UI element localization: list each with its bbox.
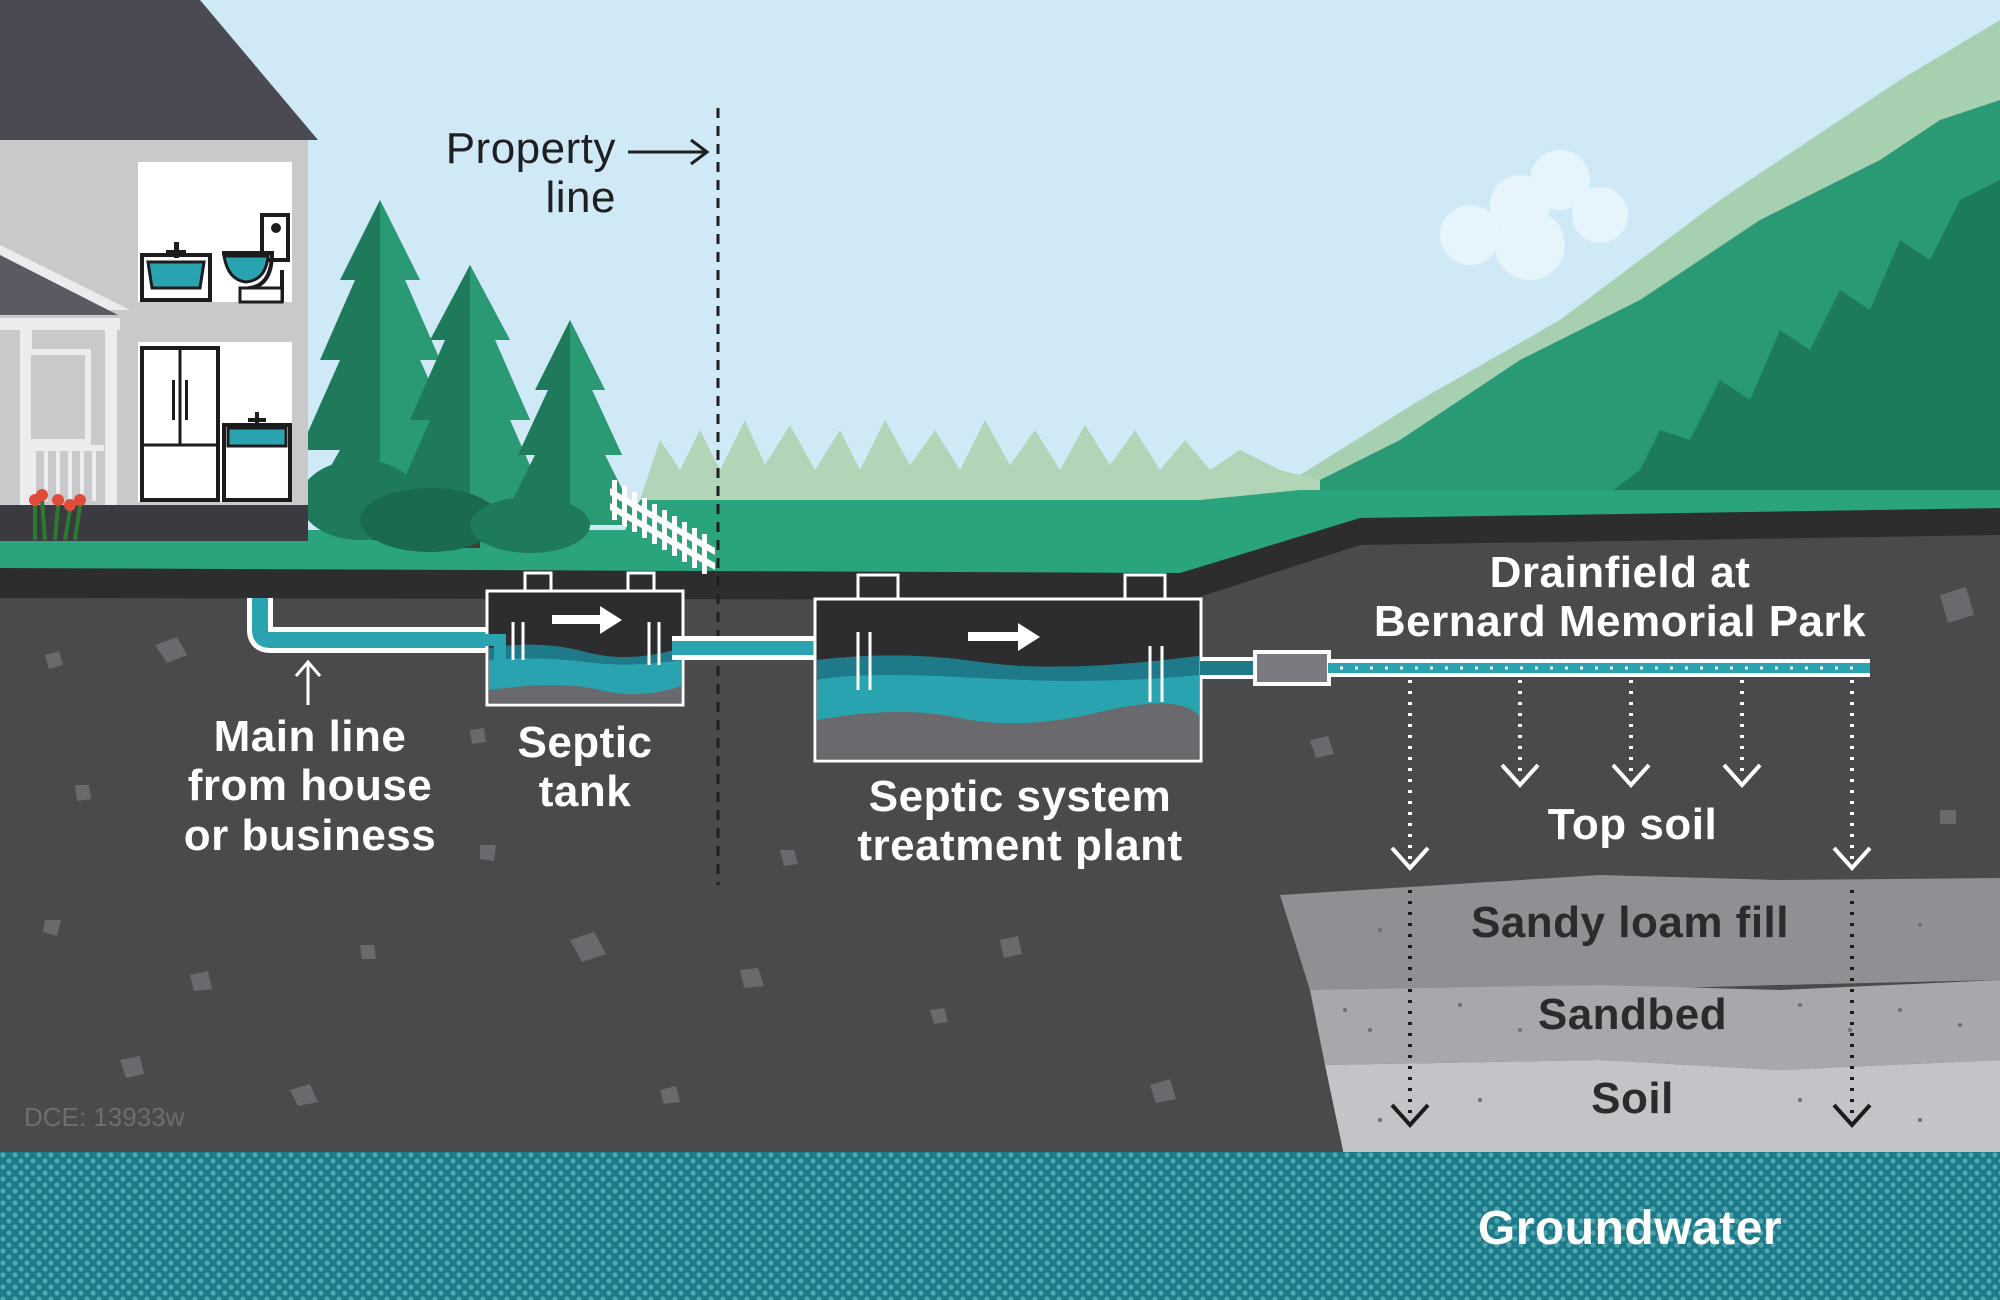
groundwater-label: Groundwater xyxy=(1477,1202,1783,1255)
toilet-icon xyxy=(222,213,290,304)
topsoil-band xyxy=(0,508,2000,600)
main-line-label: Main line from house or business xyxy=(183,712,437,860)
picket-fence-icon xyxy=(610,480,715,574)
main-line-pipe xyxy=(247,598,500,653)
drain-arrow-icon xyxy=(1390,680,1872,871)
drainfield-label: Drainfield at Bernard Memorial Park xyxy=(1373,548,1867,647)
flow-arrow-icon xyxy=(968,623,1040,651)
cloud xyxy=(1440,150,1628,280)
sandy-loam-layer xyxy=(1280,875,2000,990)
treatment-plant-label: Septic system treatment plant xyxy=(857,772,1183,871)
sandy-loam-label: Sandy loam fill xyxy=(1470,898,1789,947)
drainfield-pipe xyxy=(1200,650,1870,686)
sandbed-layer xyxy=(1310,980,2000,1070)
flowers xyxy=(29,489,86,541)
soil-layer xyxy=(1325,1060,2000,1160)
main-line-arrow xyxy=(294,659,322,705)
septic-tank-icon xyxy=(485,571,685,707)
sandbed-label: Sandbed xyxy=(1537,990,1728,1039)
refrigerator-icon xyxy=(140,346,220,502)
mountains xyxy=(1260,20,2000,520)
groundwater-area xyxy=(0,1152,2000,1300)
sink-icon xyxy=(140,242,212,302)
pine-tree-icon xyxy=(300,200,640,553)
top-soil-label: Top soil xyxy=(1547,800,1718,849)
distribution-box xyxy=(1253,650,1331,686)
flow-arrow-icon xyxy=(552,606,622,634)
property-line-arrow xyxy=(628,138,710,166)
watermark-code: DCE: 13933w xyxy=(24,1102,185,1132)
drainfield-layers xyxy=(1280,875,2000,1160)
septic-tank-label: Septic tank xyxy=(517,718,653,817)
drain-arrow-icon xyxy=(1390,890,1872,1128)
kitchen-sink-icon xyxy=(222,412,292,502)
property-line-label: Property line xyxy=(445,124,616,223)
treatment-plant-icon xyxy=(813,573,1203,763)
soil-label: Soil xyxy=(1591,1074,1674,1123)
distant-tree-line xyxy=(640,420,1320,520)
